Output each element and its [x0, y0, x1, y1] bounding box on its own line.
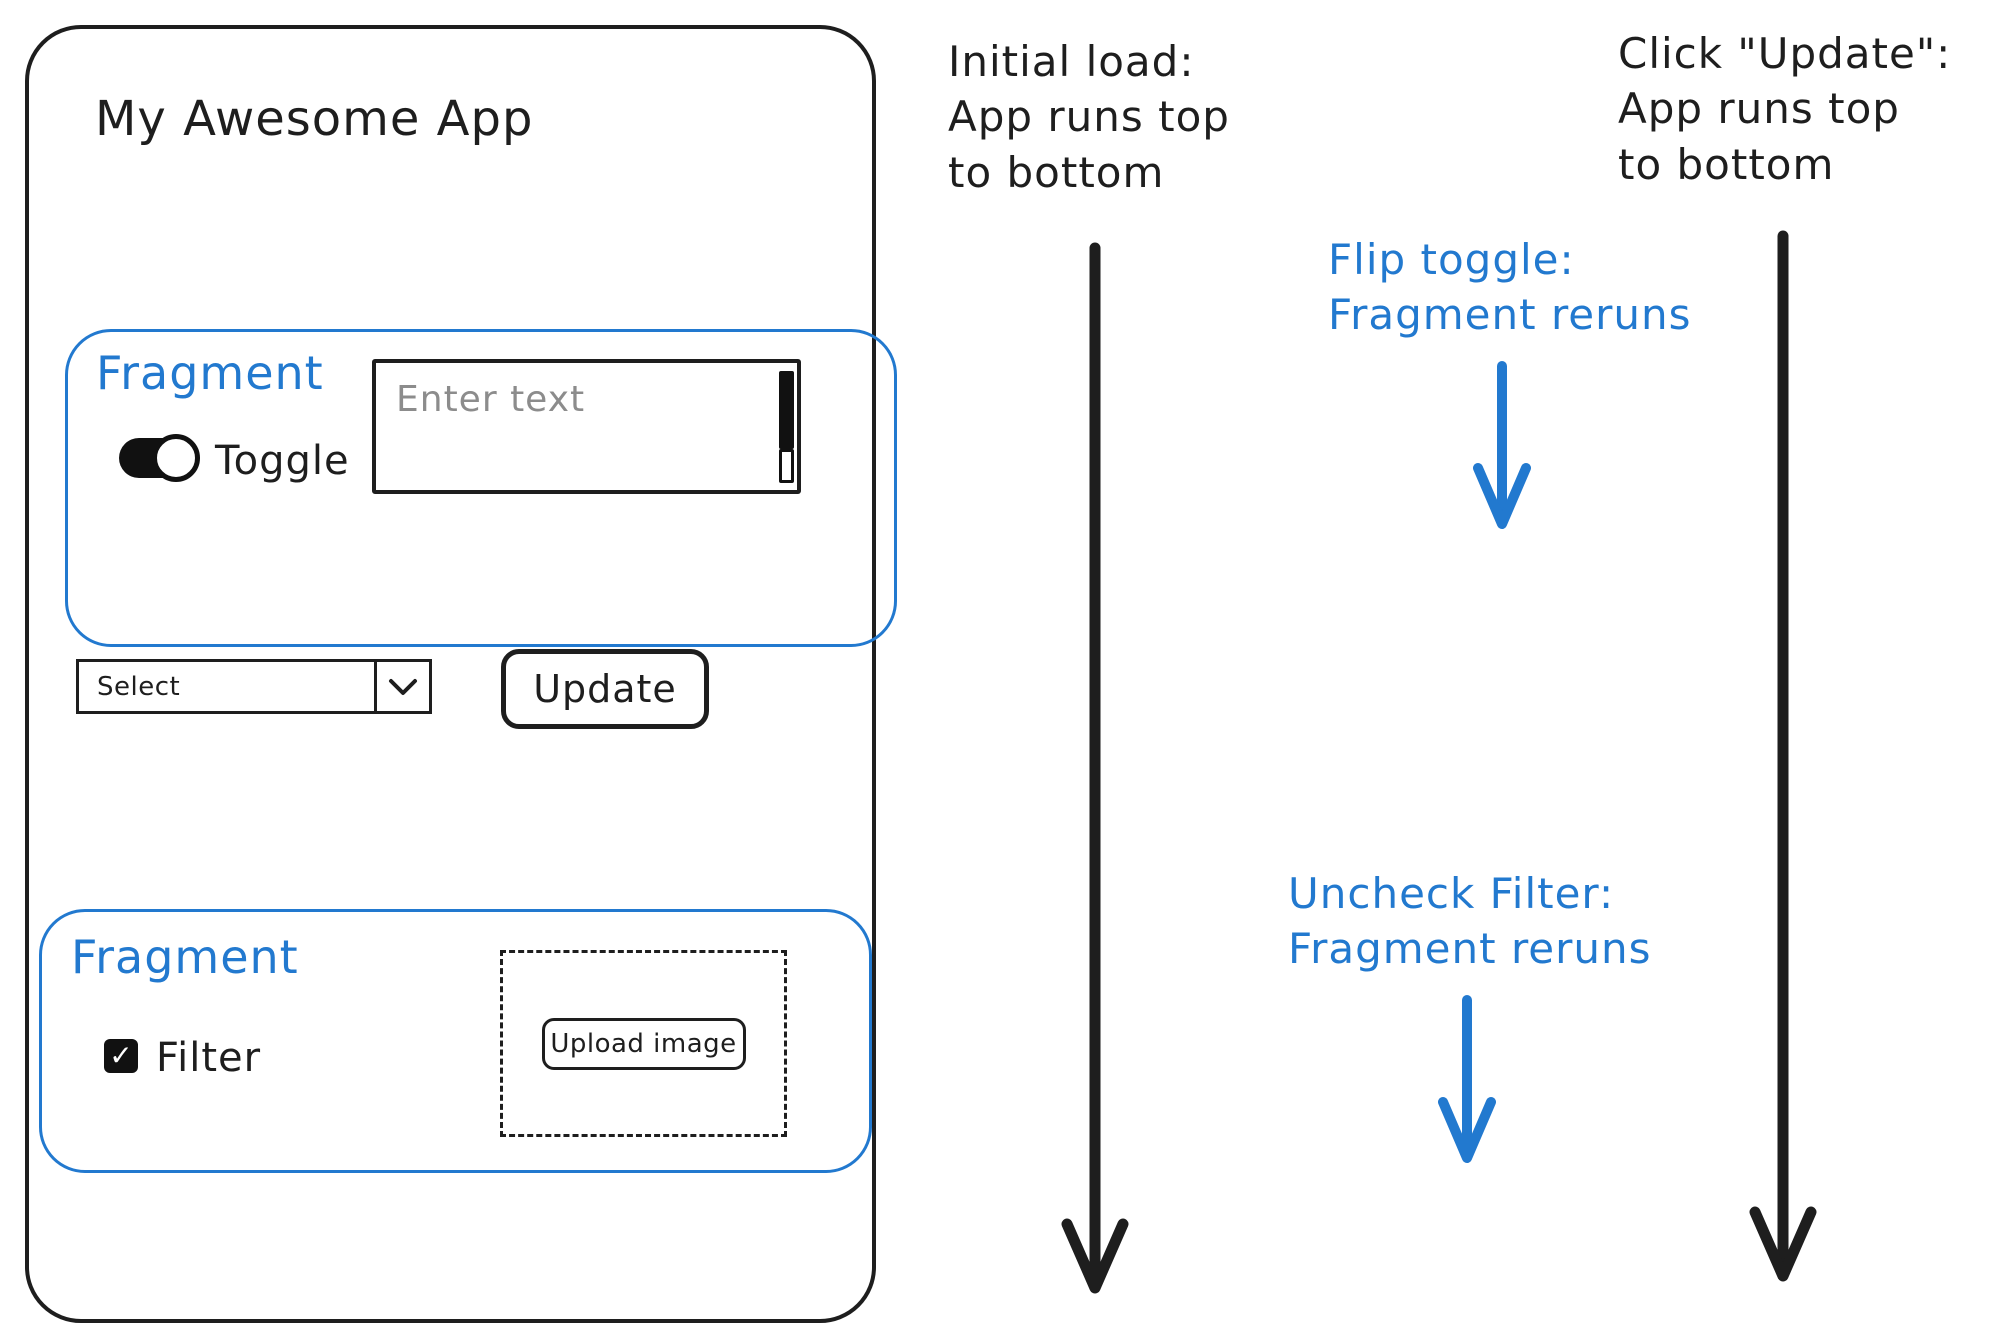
initial-load-flow-arrow: [1061, 242, 1129, 1294]
select-dropdown[interactable]: Select: [76, 659, 432, 714]
fragment-label-bottom: Fragment: [71, 930, 299, 984]
filter-row: ✓ Filter: [104, 1035, 404, 1081]
toggle-knob-icon: [152, 434, 200, 482]
toggle-switch[interactable]: [119, 434, 200, 482]
update-button[interactable]: Update: [501, 649, 709, 729]
select-value: Select: [97, 671, 181, 702]
input-scrollbar[interactable]: [779, 371, 794, 483]
flip-toggle-arrow: [1473, 361, 1531, 529]
note-flip-toggle: Flip toggle: Fragment reruns: [1328, 235, 1692, 340]
fragment-box-top: Fragment Toggle: [65, 329, 897, 647]
chevron-down-icon: [389, 678, 417, 695]
click-update-flow-arrow: [1749, 230, 1817, 1282]
app-title: My Awesome App: [95, 91, 534, 147]
toggle-row: Toggle: [119, 434, 449, 488]
upload-image-button[interactable]: Upload image: [541, 1017, 746, 1070]
note-uncheck-filter: Uncheck Filter: Fragment reruns: [1288, 869, 1652, 974]
filter-checkbox[interactable]: ✓: [104, 1039, 138, 1073]
note-click-update: Click "Update": App runs top to bottom: [1618, 29, 1952, 189]
scrollbar-track: [779, 449, 794, 483]
text-input[interactable]: [372, 359, 801, 494]
image-dropzone[interactable]: Upload image: [500, 950, 787, 1137]
check-icon: ✓: [109, 1039, 133, 1072]
scrollbar-thumb[interactable]: [779, 371, 794, 449]
fragment-box-bottom: Fragment ✓ Filter Upload image: [39, 909, 872, 1173]
note-initial-load: Initial load: App runs top to bottom: [948, 37, 1230, 197]
toggle-label: Toggle: [215, 438, 350, 484]
fragment-label-top: Fragment: [96, 346, 324, 400]
filter-label: Filter: [156, 1035, 262, 1081]
uncheck-filter-arrow: [1438, 995, 1496, 1163]
select-caret-cell[interactable]: [374, 662, 429, 711]
app-window: My Awesome App Fragment Toggle Select: [25, 25, 897, 1323]
